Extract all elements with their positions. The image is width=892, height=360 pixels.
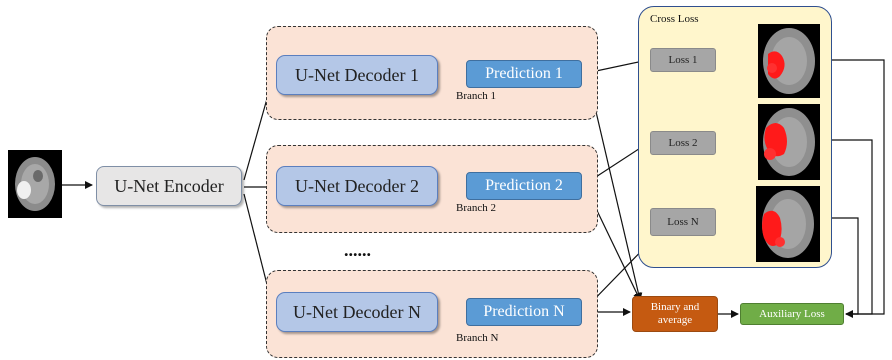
cross-loss-title: Cross Loss (650, 13, 699, 25)
binary-average-box: Binary and average (632, 296, 718, 332)
brain-mask1-image (758, 24, 820, 98)
branchN-label: Branch N (456, 332, 499, 344)
maskN-to-auxiliary-line (820, 217, 859, 315)
unet-decoder2-box: U-Net Decoder 2 (276, 166, 438, 206)
unet-decoder1-box: U-Net Decoder 1 (276, 55, 438, 95)
branch2-label: Branch 2 (456, 202, 497, 214)
loss1-box: Loss 1 (650, 48, 716, 72)
prediction1-to-binary-arrow (589, 85, 643, 301)
mask2-to-auxiliary-line (820, 139, 873, 315)
prediction1-box: Prediction 1 (466, 60, 582, 88)
brain-maskN-image (756, 186, 820, 262)
unet-encoder-box: U-Net Encoder (96, 166, 242, 206)
loss2-box: Loss 2 (650, 131, 716, 155)
unet-decoderN-box: U-Net Decoder N (276, 292, 438, 332)
more-branches-ellipsis: ...... (344, 240, 371, 260)
auxiliary-loss-box: Auxiliary Loss (740, 303, 844, 325)
predictionN-box: Prediction N (466, 298, 582, 326)
prediction2-to-binary-arrow (589, 195, 641, 301)
input-brain-image (8, 150, 62, 218)
prediction2-box: Prediction 2 (466, 172, 582, 200)
branch1-label: Branch 1 (456, 90, 497, 102)
brain-mask2-image (758, 104, 820, 180)
lossN-box: Loss N (650, 208, 716, 236)
